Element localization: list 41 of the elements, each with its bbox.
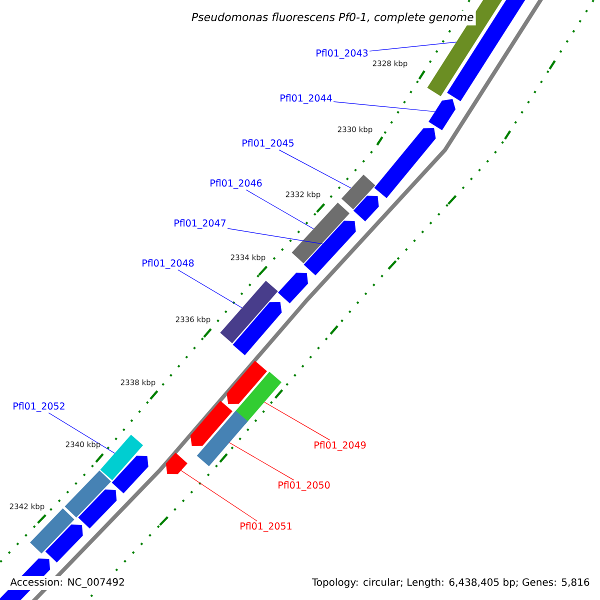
leader-line — [229, 442, 294, 480]
title: Pseudomonas fluorescens Pf0-1, complete genome — [189, 10, 476, 26]
gene-label: Pfl01_2047 — [174, 219, 226, 229]
gene-label: Pfl01_2049 — [314, 441, 366, 451]
gene-block — [220, 280, 278, 344]
leader-line — [278, 150, 352, 188]
gene-block — [292, 202, 350, 264]
leader-line — [333, 101, 436, 112]
gene-label: Pfl01_2046 — [210, 179, 262, 189]
gene-label: Pfl01_2050 — [278, 481, 330, 491]
gene-block — [374, 128, 436, 198]
gene-block — [226, 360, 268, 404]
gene-block — [304, 220, 356, 276]
gene-label: Pfl01_2051 — [240, 522, 292, 532]
gene-label: Pfl01_2052 — [14, 402, 64, 412]
gene-block — [166, 452, 188, 474]
gene-block — [196, 410, 248, 466]
leader-line — [178, 270, 242, 308]
gene-label: Pfl01_2045 — [242, 139, 294, 149]
gene-block — [100, 434, 144, 480]
gene-label: Pfl01_2044 — [280, 94, 332, 104]
gene-block — [278, 272, 308, 304]
gene-block — [428, 99, 456, 130]
leader-line — [180, 470, 258, 522]
genome-info-text: Topology: circular; Length: 6,438,405 bp; Genes: 5,816 — [310, 576, 592, 590]
gene-block — [64, 470, 111, 518]
leader-line — [369, 42, 457, 52]
gene-block — [232, 302, 282, 356]
gene-label: Pfl01_2043 — [316, 49, 368, 59]
leader-line — [227, 228, 323, 244]
gene-block — [341, 174, 376, 210]
gene-block — [45, 524, 83, 563]
leader-line — [246, 190, 314, 230]
gene-block — [353, 196, 379, 222]
gene-block — [78, 489, 117, 529]
gene-label: Pfl01_2048 — [142, 259, 194, 269]
leader-line — [48, 412, 115, 454]
leader-line — [264, 402, 330, 440]
gene-block — [190, 400, 232, 446]
gene-block — [112, 456, 148, 494]
accession-text: Accession: NC_007492 — [8, 576, 127, 590]
